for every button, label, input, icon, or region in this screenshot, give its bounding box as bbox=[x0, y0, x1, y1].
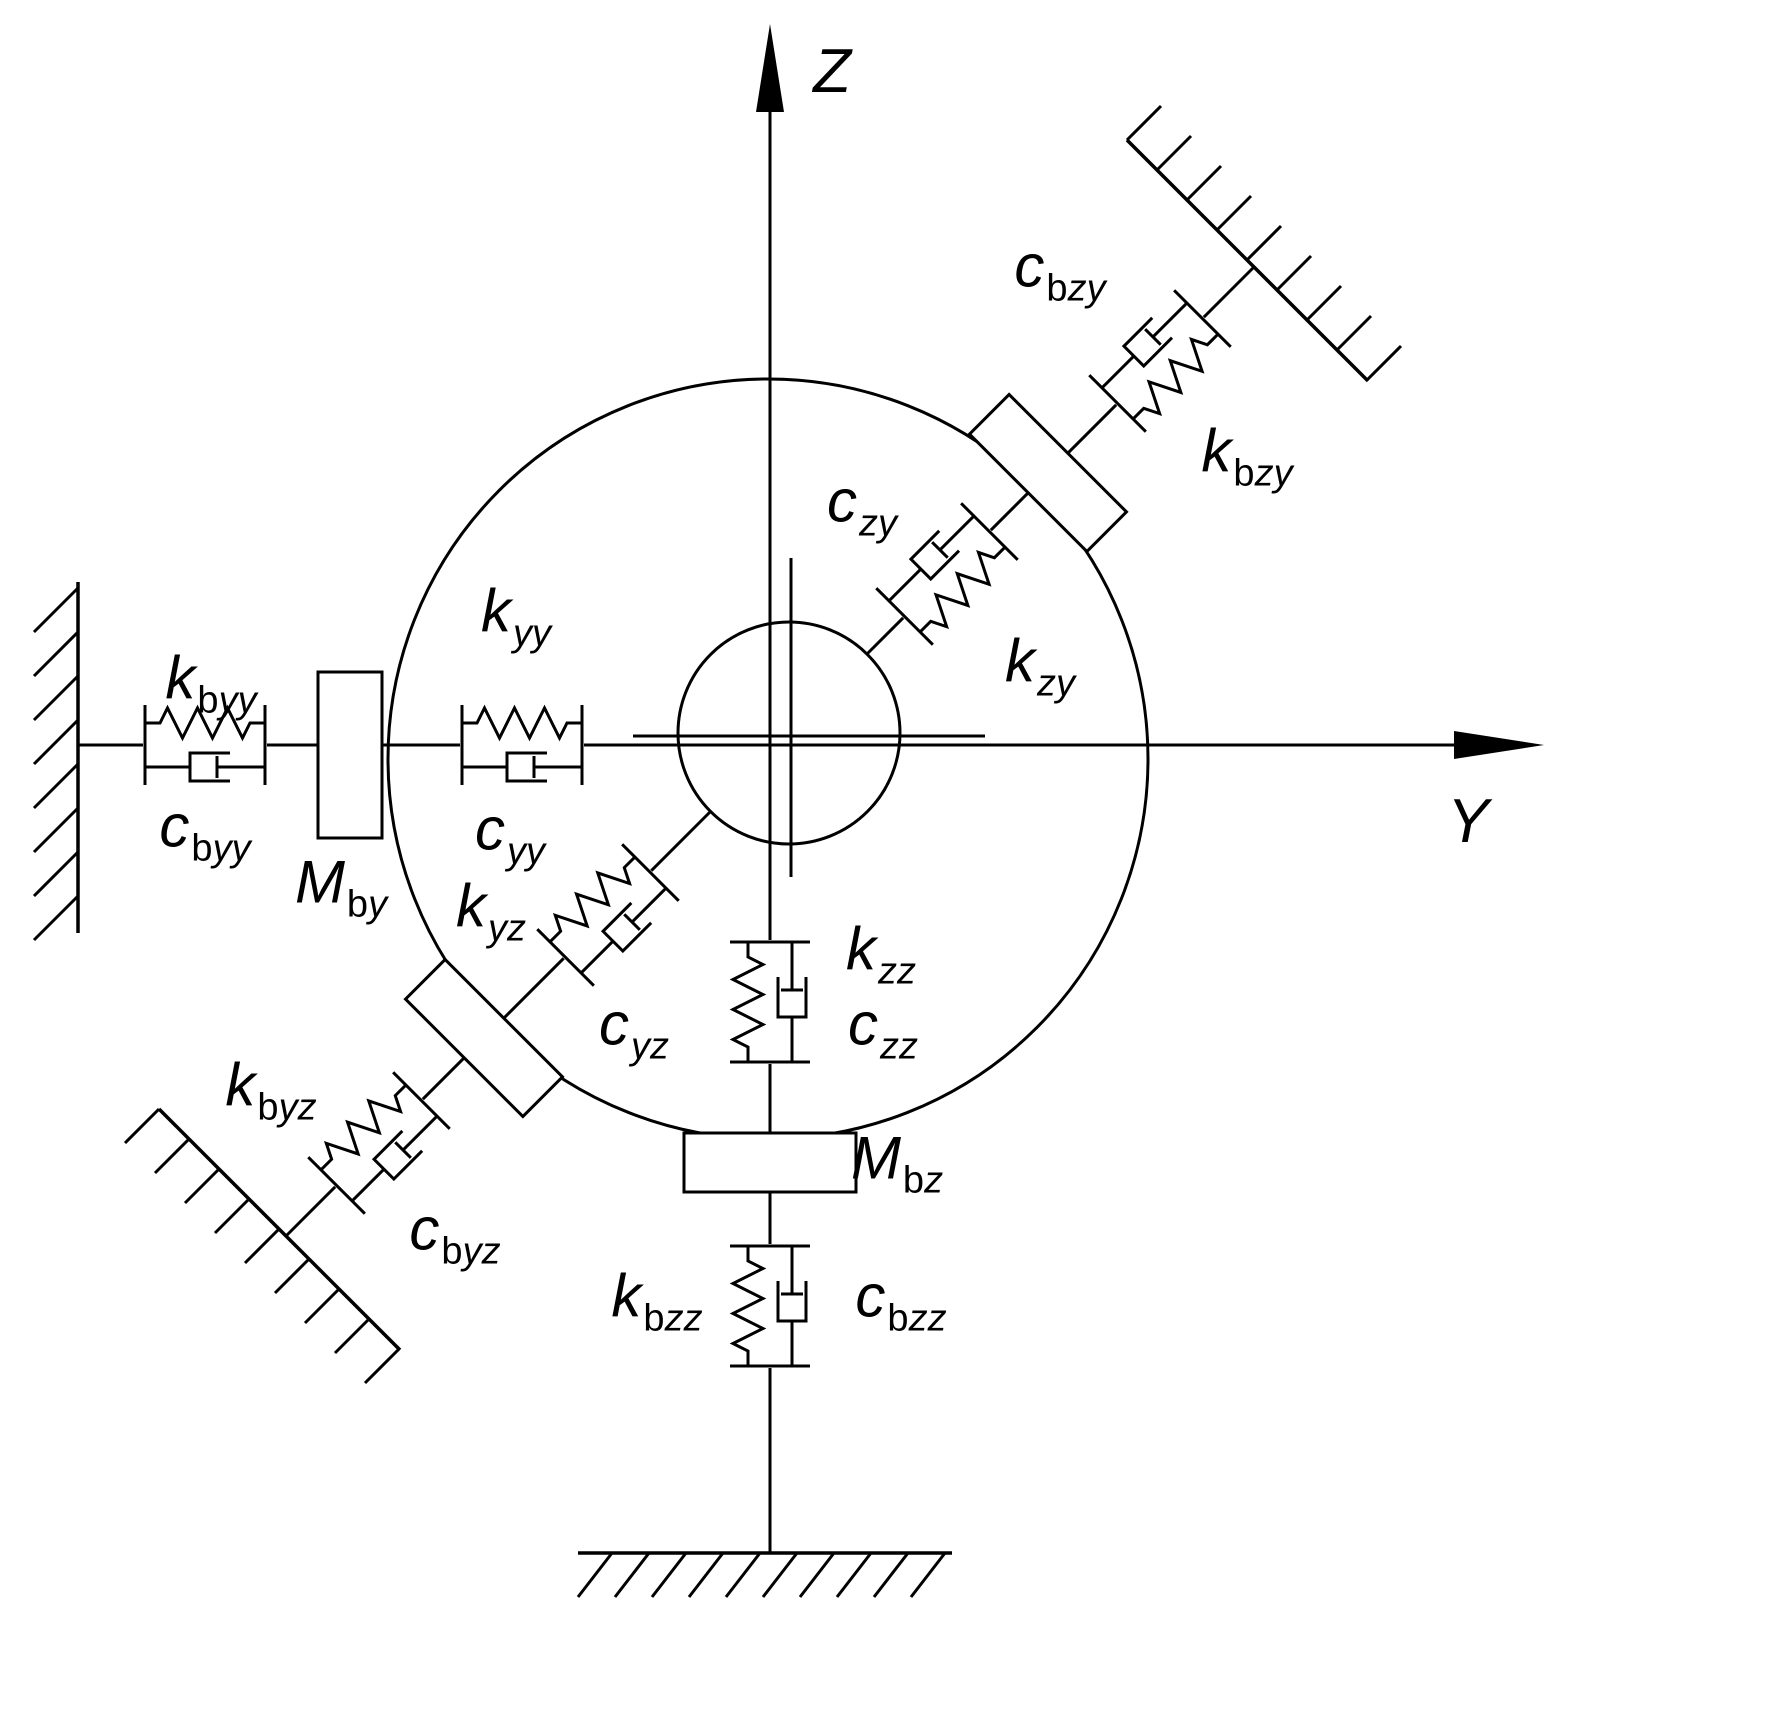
wall-upper-right bbox=[1125, 104, 1403, 383]
spring-damper-kbzz-cbzz bbox=[726, 1242, 814, 1370]
label-c-yy: cyy bbox=[475, 795, 545, 873]
label-c-yz: cyz bbox=[599, 990, 669, 1068]
ground-bottom bbox=[576, 1551, 952, 1598]
ground-hatching bbox=[576, 1552, 947, 1598]
journal-circle bbox=[676, 620, 902, 846]
label-k-byz: kbyz bbox=[225, 1051, 317, 1129]
label-k-yz: kyz bbox=[456, 872, 526, 950]
label-c-bzy: cbzy bbox=[1014, 232, 1106, 310]
y-axis-arrowhead bbox=[1454, 731, 1544, 759]
mass-block-lower-left bbox=[403, 957, 565, 1119]
mass-block-mbz bbox=[682, 1131, 858, 1194]
label-k-zz: kzz bbox=[846, 915, 916, 993]
wall-upper-right-hatching bbox=[1125, 104, 1403, 382]
y-axis bbox=[78, 731, 1544, 759]
label-k-byy: kbyy bbox=[165, 644, 257, 722]
wall-left-hatching bbox=[32, 586, 80, 942]
mass-block-upper-right bbox=[967, 392, 1129, 554]
label-c-byy: cbyy bbox=[159, 792, 251, 870]
spring-damper-kzz-czz bbox=[726, 938, 814, 1066]
z-axis-arrowhead bbox=[756, 24, 784, 112]
label-m-bz: Mbz bbox=[850, 1124, 944, 1202]
z-axis-label: Z bbox=[813, 37, 851, 106]
label-m-by: Mby bbox=[294, 848, 388, 926]
label-k-bzy: kbzy bbox=[1201, 417, 1293, 495]
label-c-byz: cbyz bbox=[409, 1195, 501, 1273]
spring-damper-kyy-cyy bbox=[458, 701, 586, 789]
wall-lower-left bbox=[123, 1107, 402, 1385]
y-axis-label: Y bbox=[1447, 787, 1489, 856]
label-c-bzz: cbzz bbox=[855, 1262, 947, 1340]
label-c-zz: czz bbox=[848, 990, 918, 1068]
mass-block-mby bbox=[316, 670, 384, 840]
label-k-bzz: kbzz bbox=[611, 1262, 703, 1340]
wall-lower-left-hatching bbox=[123, 1107, 401, 1385]
label-c-zy: czy bbox=[827, 467, 897, 545]
label-k-yy: kyy bbox=[481, 577, 551, 655]
label-k-zy: kzy bbox=[1005, 627, 1075, 705]
wall-left bbox=[32, 582, 80, 942]
